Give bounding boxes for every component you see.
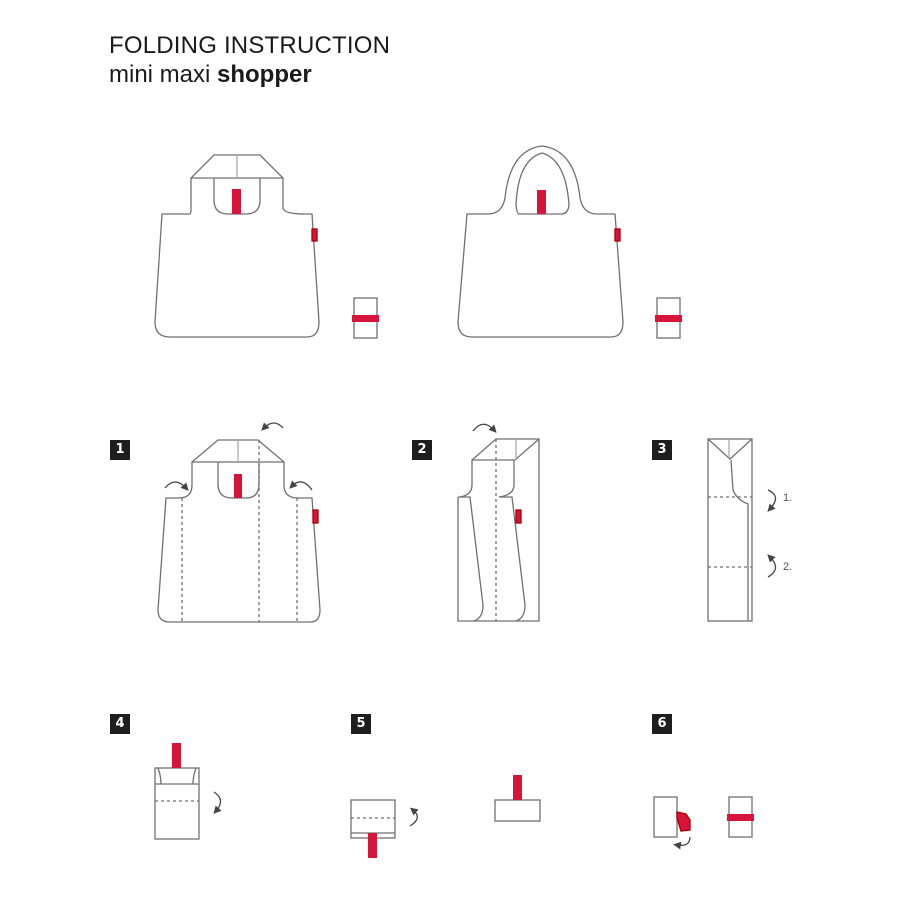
bag-round-handles-illustration xyxy=(457,145,682,339)
bag-flat-handles-illustration xyxy=(154,154,379,339)
step-badge-5: 5 xyxy=(351,714,371,734)
title-product-bold: shopper xyxy=(217,61,312,88)
fold-label-2: 2. xyxy=(783,561,793,573)
step-badge-3: 3 xyxy=(652,440,672,460)
step-badge-1: 1 xyxy=(110,440,130,460)
step-5-illustration xyxy=(350,775,541,858)
step-badge-4: 4 xyxy=(110,714,130,734)
step-badge-2: 2 xyxy=(412,440,432,460)
title-folding-instruction: FOLDING INSTRUCTION xyxy=(109,32,391,59)
fold-label-1: 1. xyxy=(783,492,793,504)
step-badge-6: 6 xyxy=(652,714,672,734)
step-2-illustration xyxy=(457,423,540,622)
step-3-illustration xyxy=(707,438,777,622)
step-6-illustration xyxy=(653,796,754,850)
step-1-illustration xyxy=(157,422,321,623)
page-title: FOLDING INSTRUCTION mini maxi shopper xyxy=(109,32,390,90)
step-4-illustration xyxy=(154,743,222,840)
title-product-name: mini maxi shopper xyxy=(109,60,390,90)
title-product-prefix: mini maxi xyxy=(109,61,218,88)
